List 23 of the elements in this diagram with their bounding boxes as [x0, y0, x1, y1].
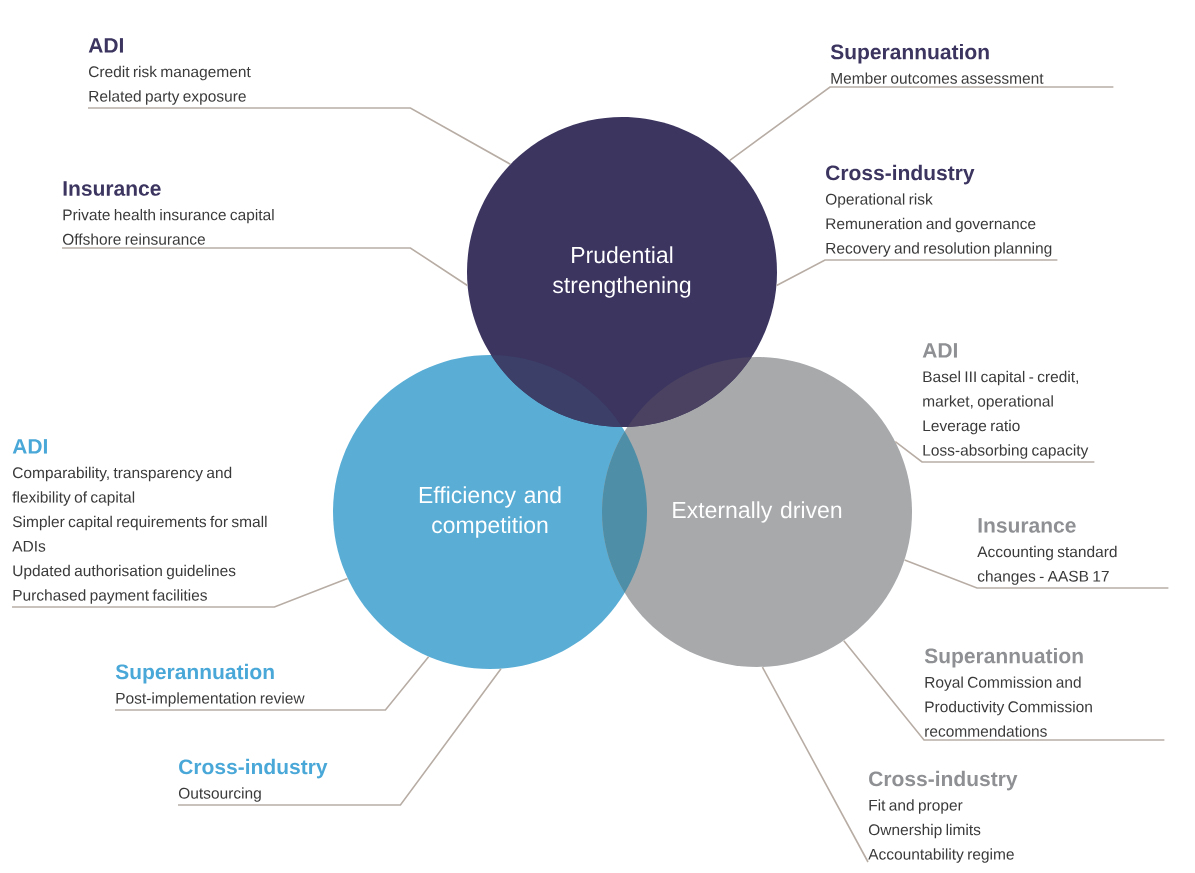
leader-line — [87, 107, 512, 165]
leader-line — [114, 655, 430, 711]
annotation-text: ADI Comparability, transparency and flexibility of capital Simpler capital requirements for small ADIs Updated authorisation guidelines Purchased payment facilities — [12, 439, 267, 604]
leader-line — [843, 639, 1166, 741]
leader-line — [729, 86, 1115, 162]
leader-line — [11, 577, 349, 608]
annotation-text: ADI Credit risk management Related party exposure — [88, 38, 251, 105]
annotation-text: Cross-industry Outsourcing — [178, 758, 328, 802]
node-label: Prudential strengthening — [552, 246, 691, 298]
leader-line — [761, 666, 869, 863]
leader-line — [177, 668, 502, 806]
annotation-text: Insurance Accounting standard changes - AASB 17 — [977, 518, 1117, 585]
annotation-text: Superannuation Royal Commission and Productivity Commission recommendations — [924, 647, 1092, 737]
annotation-text: ADI Basel III capital - credit, market, operational Leverage ratio Loss-absorbing capacity — [922, 343, 1089, 459]
leader-line — [775, 259, 1059, 287]
annotation-text: Cross-industry Fit and proper Ownership limits Accountability regime — [868, 770, 1018, 863]
annotation-text: Cross-industry Operational risk Remuneration and governance Recovery and resolution planning — [825, 164, 1052, 257]
leader-line — [61, 247, 469, 287]
annotation-text: Superannuation Member outcomes assessment — [830, 43, 1044, 84]
leader-line — [894, 440, 1096, 463]
annotation-text: Superannuation Post-implementation review — [115, 663, 305, 707]
annotation-text: Insurance Private health insurance capital Offshore reinsurance — [62, 181, 274, 245]
leader-line — [903, 559, 1170, 589]
